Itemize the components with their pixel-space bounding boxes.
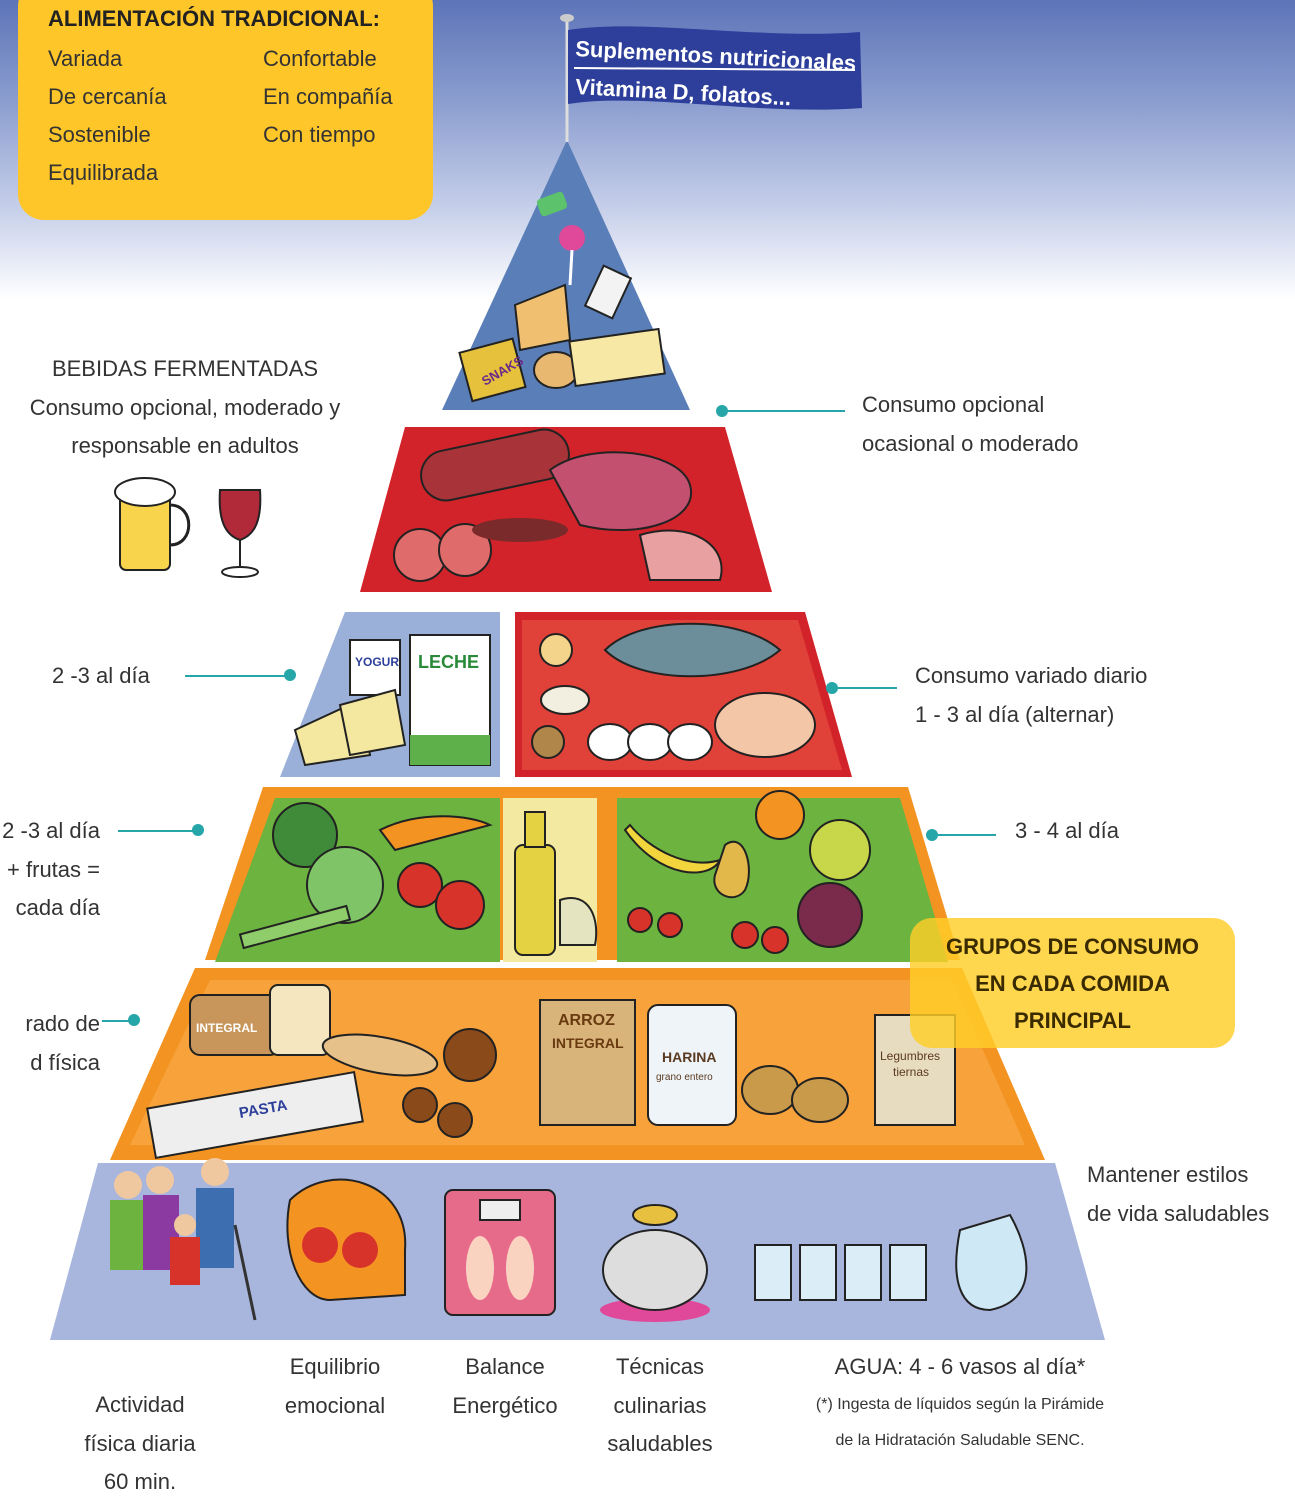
emotional-line: Equilibrio: [289, 1354, 381, 1379]
optional-text: Consumo opcional ocasional o moderado: [862, 386, 1078, 463]
protein-text: Consumo variado diario 1 - 3 al día (alt…: [915, 657, 1147, 734]
activity-caption: Actividad física diaria 60 min.: [60, 1386, 220, 1502]
groups-text: GRUPOS DE CONSUMO EN CADA COMIDA PRINCIP…: [910, 928, 1235, 1039]
tradition-item: Variada: [48, 46, 123, 71]
optional-line1: Consumo opcional: [862, 392, 1045, 417]
connector-line: [722, 410, 845, 412]
flour-label: HARINA: [662, 1049, 716, 1065]
tradition-item: Equilibrada: [48, 160, 159, 185]
dairy-illustration: [293, 634, 491, 767]
activity-line: Actividad: [95, 1392, 185, 1417]
vegetables-line3: cada día: [15, 895, 100, 920]
legumes-tender-label: tiernas: [893, 1065, 929, 1079]
connector-dot: [284, 669, 296, 681]
water-title: AGUA: 4 - 6 vasos al día*: [834, 1354, 1086, 1379]
beverages-illustration: [114, 477, 262, 578]
tradition-title: ALIMENTACIÓN TRADICIONAL:: [48, 6, 380, 31]
protein-line2: 1 - 3 al día (alternar): [915, 701, 1115, 727]
activity-line: física diaria: [84, 1430, 196, 1456]
groups-line1: GRUPOS DE CONSUMO: [945, 934, 1200, 959]
connector-line: [185, 675, 288, 677]
base-illustrations: [110, 1158, 1028, 1322]
connector-line: [102, 1020, 132, 1022]
tradition-item: Sostenible: [48, 122, 151, 147]
protein-illustration: [531, 622, 816, 761]
lifestyle-line2: de vida saludables: [1087, 1200, 1270, 1226]
beverages-line1: Consumo opcional, moderado y: [29, 394, 341, 420]
tradition-item: De cercanía: [48, 84, 167, 109]
connector-dot: [128, 1014, 140, 1026]
beverages-text: BEBIDAS FERMENTADAS Consumo opcional, mo…: [0, 350, 370, 466]
oil-illustration: [514, 811, 598, 956]
tradition-col2: Confortable En compañía Con tiempo: [263, 40, 393, 154]
connector-line: [932, 834, 996, 836]
lifestyle-text: Mantener estilos de vida saludables: [1087, 1156, 1269, 1233]
integral-label: INTEGRAL: [196, 1021, 257, 1035]
yogurt-label: YOGUR: [355, 655, 399, 669]
fruits-illustration: [623, 790, 871, 954]
cooking-line: saludables: [607, 1431, 713, 1456]
tradition-item: Confortable: [263, 46, 377, 71]
connector-dot: [192, 824, 204, 836]
activity-line: 60 min.: [103, 1469, 177, 1494]
water-caption: AGUA: 4 - 6 vasos al día* (*) Ingesta de…: [760, 1348, 1160, 1459]
optional-line2: ocasional o moderado: [862, 430, 1079, 456]
legumes-label: Legumbres: [880, 1049, 940, 1063]
groups-line3: PRINCIPAL: [1014, 1008, 1131, 1033]
energy-line: Balance: [465, 1354, 545, 1379]
tradition-col1: Variada De cercanía Sostenible Equilibra…: [48, 40, 167, 192]
cooking-line: Técnicas: [615, 1354, 705, 1379]
cooking-caption: Técnicas culinarias saludables: [580, 1348, 740, 1464]
connector-line: [832, 687, 897, 689]
meats-illustration: [393, 428, 723, 582]
cereals-line1: rado de: [25, 1011, 100, 1036]
cereals-line2: d física: [30, 1049, 100, 1075]
vegetables-illustration: [238, 802, 493, 950]
cereals-illustration: [146, 984, 956, 1160]
protein-line1: Consumo variado diario: [915, 663, 1148, 688]
flour-grain-label: grano entero: [656, 1072, 713, 1083]
flag: [568, 26, 862, 110]
emotional-line: emocional: [284, 1392, 386, 1418]
rice-integral-label: INTEGRAL: [552, 1035, 624, 1051]
sweets-illustration: [458, 191, 666, 403]
cooking-line: culinarias: [613, 1392, 707, 1418]
fruits-text: 3 - 4 al día: [1015, 818, 1119, 843]
beverages-line2: responsable en adultos: [71, 433, 299, 458]
vegetables-line1: 2 -3 al día: [2, 818, 100, 843]
groups-box: GRUPOS DE CONSUMO EN CADA COMIDA PRINCIP…: [910, 918, 1235, 1048]
vegetables-line2: + frutas =: [7, 856, 100, 882]
water-note1: (*) Ingesta de líquidos según la Pirámid…: [815, 1395, 1105, 1413]
cereals-text: rado de d física: [0, 1005, 100, 1082]
groups-line2: EN CADA COMIDA: [975, 971, 1170, 996]
dairy-text: 2 -3 al día: [52, 663, 150, 688]
rice-label: ARROZ: [558, 1012, 615, 1029]
connector-line: [118, 830, 196, 832]
emotional-caption: Equilibrio emocional: [255, 1348, 415, 1425]
energy-caption: Balance Energético: [425, 1348, 585, 1425]
milk-label: LECHE: [418, 652, 479, 672]
lifestyle-line1: Mantener estilos: [1087, 1162, 1249, 1187]
energy-line: Energético: [452, 1392, 558, 1418]
beverages-title: BEBIDAS FERMENTADAS: [51, 356, 319, 381]
vegetables-text: 2 -3 al día + frutas = cada día: [0, 812, 100, 928]
water-note2: de la Hidratación Saludable SENC.: [835, 1431, 1085, 1449]
tradition-item: Con tiempo: [263, 122, 376, 147]
tradition-box: ALIMENTACIÓN TRADICIONAL: Variada De cer…: [18, 0, 433, 220]
tradition-item: En compañía: [263, 84, 393, 109]
